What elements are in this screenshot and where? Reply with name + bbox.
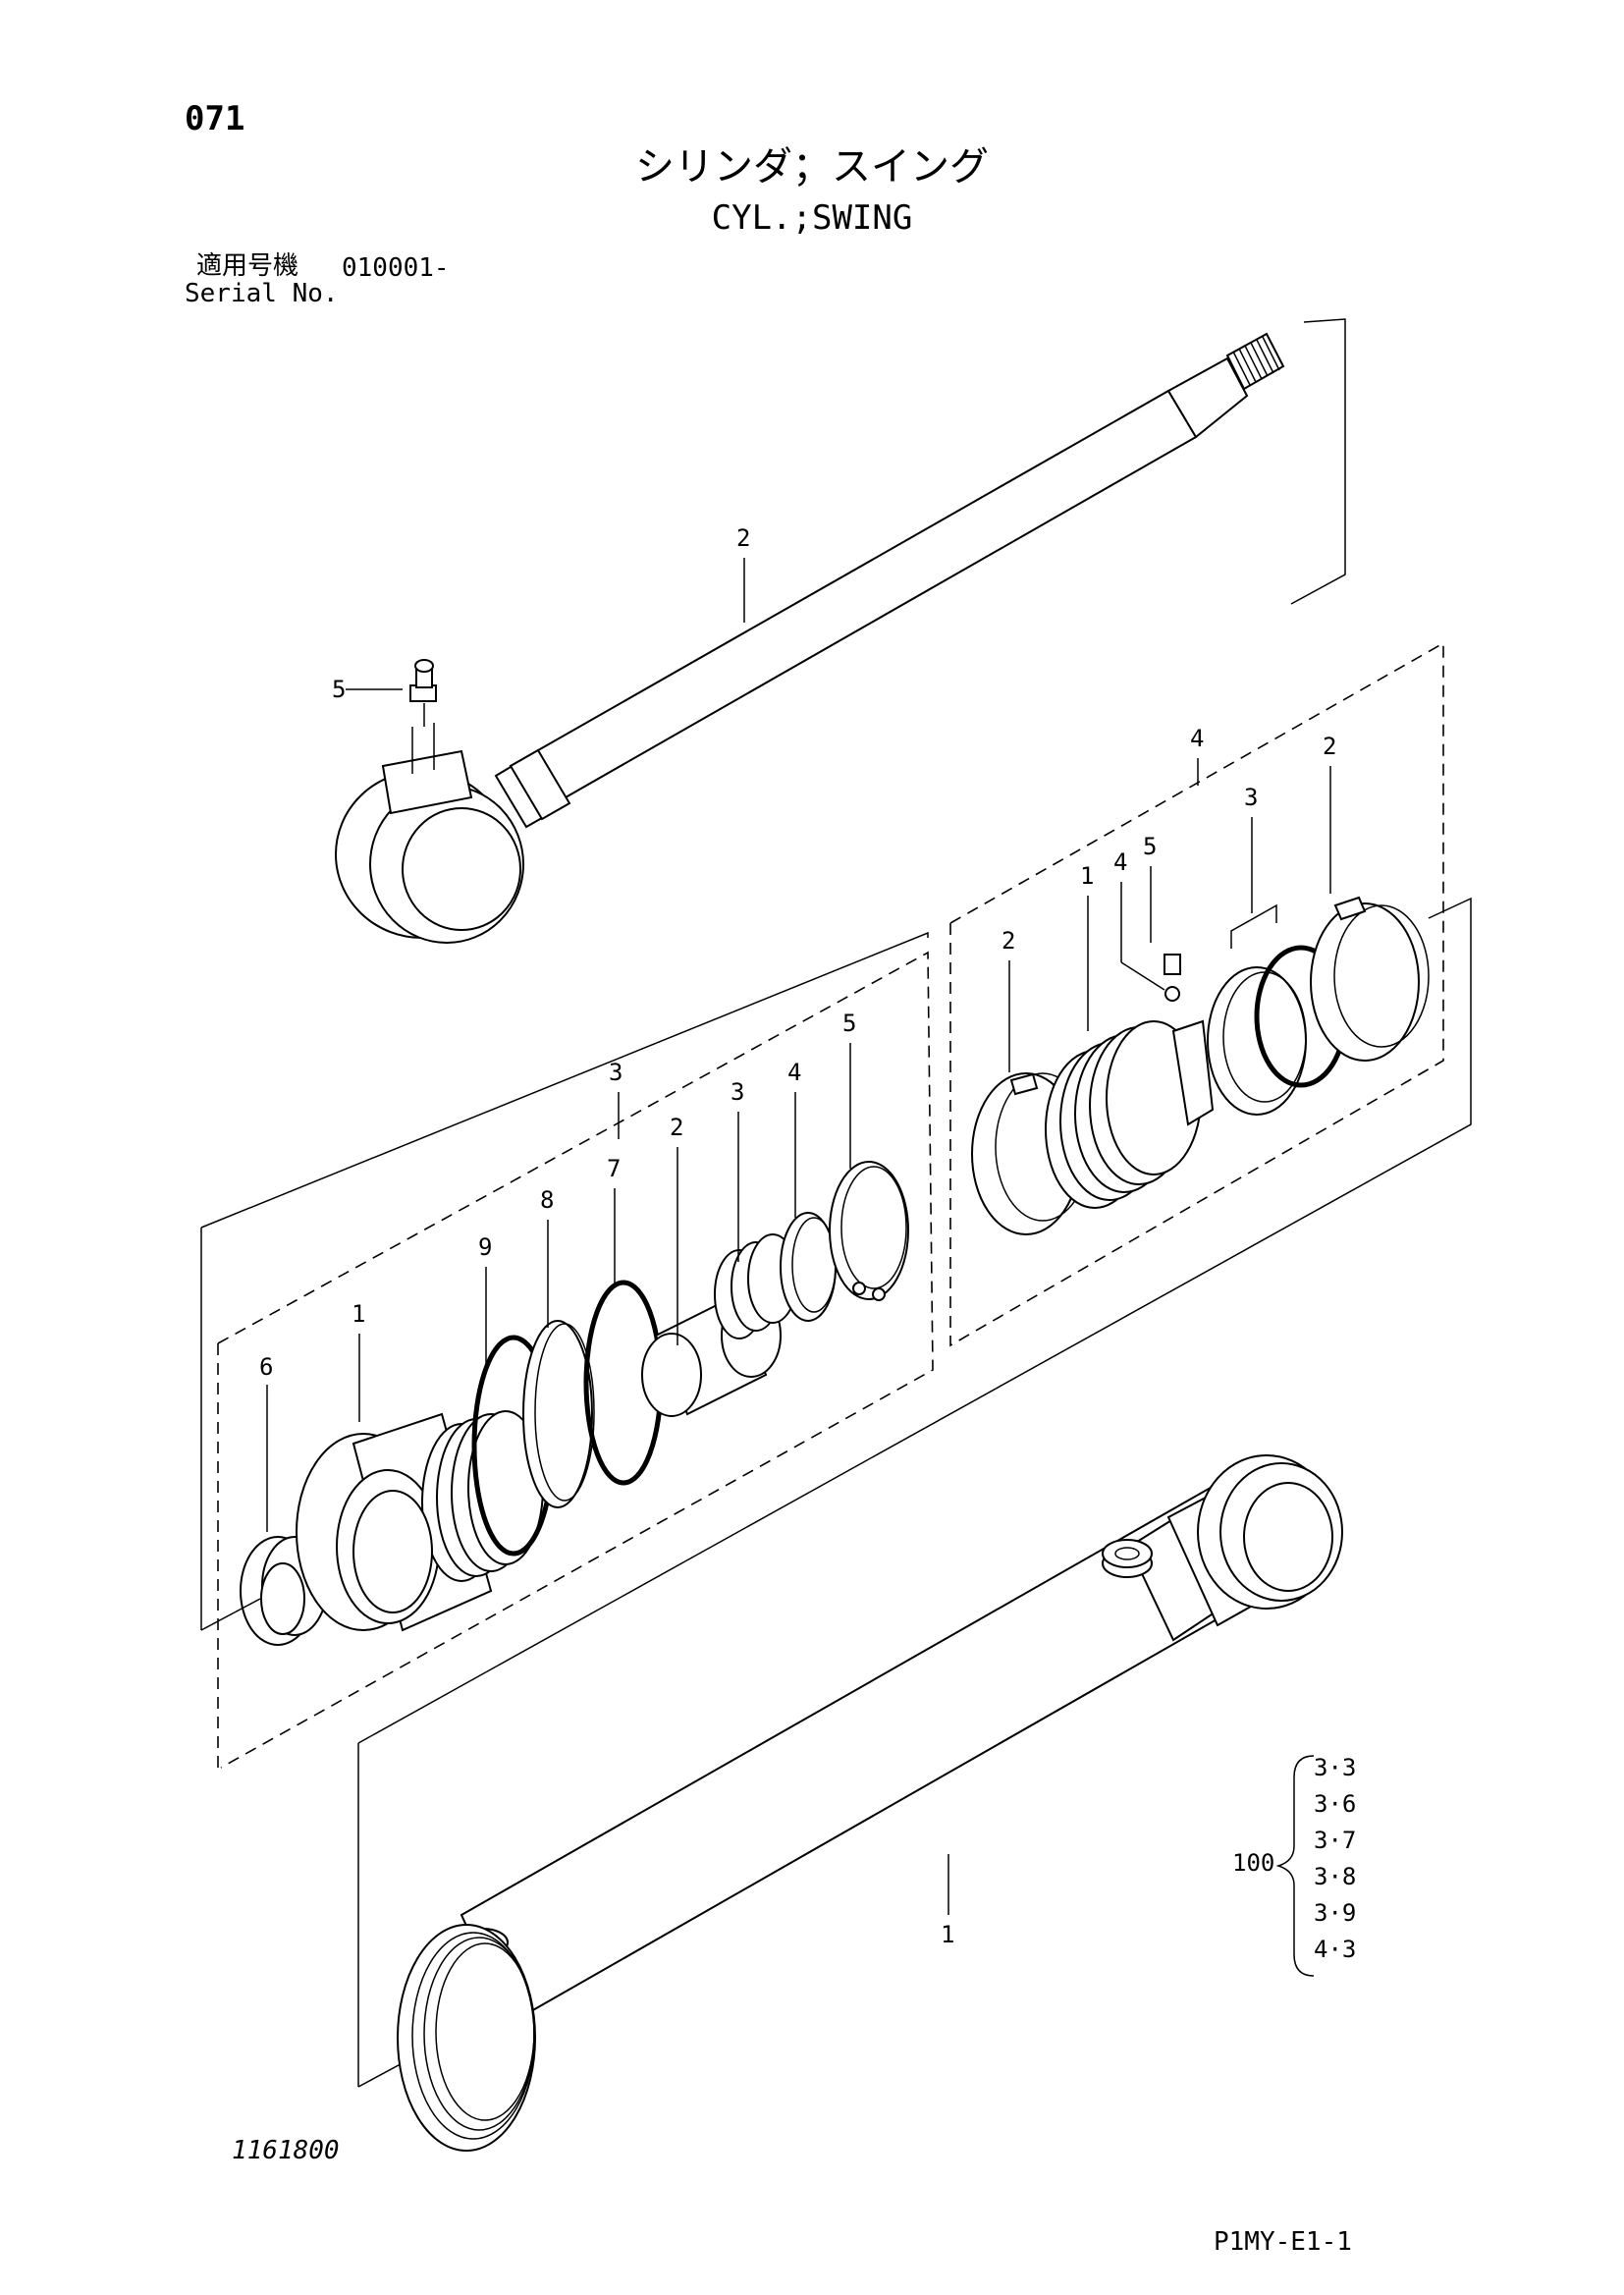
callout-piston-wear-ring-left: 2 xyxy=(1001,927,1015,955)
seal-kit-item: 3·3 xyxy=(1314,1754,1356,1781)
seal-kit-item: 3·6 xyxy=(1314,1790,1356,1818)
callout-piston-group: 4 xyxy=(1190,725,1204,752)
assembly-frame xyxy=(200,931,929,1229)
callout-snap-ring: 5 xyxy=(842,1010,856,1037)
callout-piston-wear-ring-right: 2 xyxy=(1323,733,1336,760)
title-english: CYL.;SWING xyxy=(711,198,913,238)
drawing-number: 1161800 xyxy=(232,2136,340,2165)
callout-gland-ring: 4 xyxy=(787,1059,801,1086)
callout-rod: 2 xyxy=(736,524,750,552)
gland-parts xyxy=(240,1043,909,1646)
seal-kit-list: 100 3·3 3·6 3·7 3·8 3·9 4·3 xyxy=(1232,1754,1356,1977)
callout-o-ring-7: 7 xyxy=(607,1155,621,1182)
callout-gland-body: 1 xyxy=(352,1300,365,1328)
seal-kit-item: 3·7 xyxy=(1314,1827,1356,1854)
title-japanese: シリンダ；スイング xyxy=(635,144,989,190)
sheet-code: P1MY-E1-1 xyxy=(1214,2227,1352,2257)
piston-rod xyxy=(335,318,1346,944)
seal-kit-item: 4·3 xyxy=(1314,1936,1356,1963)
callout-steel-ball: 4 xyxy=(1113,848,1127,876)
seal-kit-item: 3·9 xyxy=(1314,1899,1356,1927)
serial-number-value: 010001- xyxy=(342,253,450,283)
seal-kit-number: 100 xyxy=(1232,1849,1274,1877)
piston-parts xyxy=(971,766,1430,1235)
callout-dust-seal: 6 xyxy=(259,1353,273,1381)
seal-kit-item: 3·8 xyxy=(1314,1863,1356,1890)
callout-piston-body: 1 xyxy=(1080,862,1094,890)
serial-label-english: Serial No. xyxy=(185,279,339,308)
callout-tube: 1 xyxy=(941,1921,954,1948)
piston-group-outline xyxy=(949,641,1444,1347)
callout-o-ring-9: 9 xyxy=(478,1233,492,1261)
callout-backup-ring-8: 8 xyxy=(540,1186,554,1214)
callout-bushing: 2 xyxy=(670,1114,683,1141)
callout-set-screw: 5 xyxy=(1143,833,1157,860)
gland-group-outline xyxy=(217,951,934,1769)
cylinder-tube xyxy=(397,1454,1343,2152)
page-number: 071 xyxy=(185,99,245,138)
callout-piston-seal: 3 xyxy=(1244,784,1258,811)
callout-rod-grease-fitting: 5 xyxy=(332,676,346,703)
callout-gland-group: 3 xyxy=(609,1059,623,1086)
callout-gland-seal: 3 xyxy=(731,1078,744,1106)
serial-label-japanese: 適用号機 xyxy=(196,251,299,281)
